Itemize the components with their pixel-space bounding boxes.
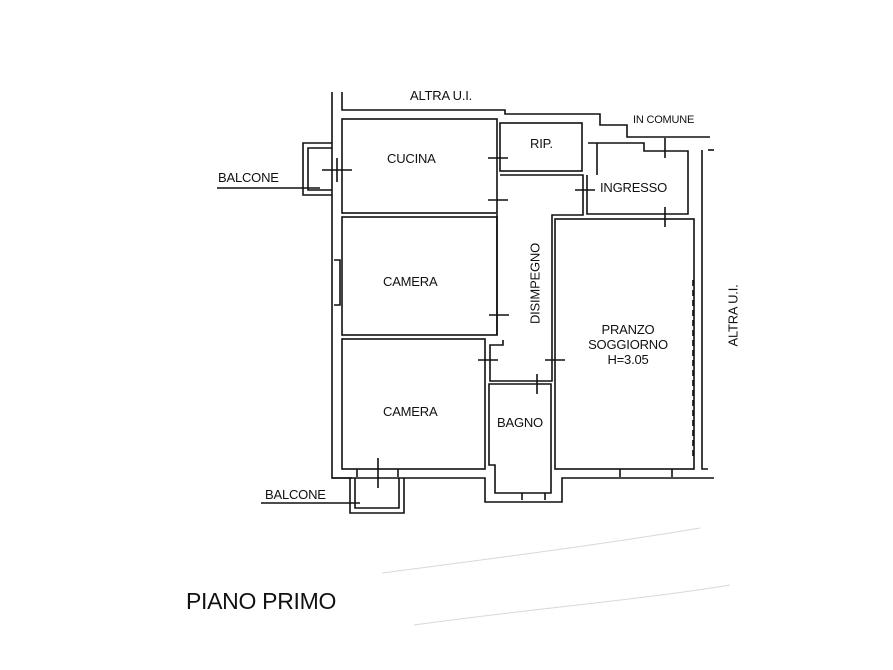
balcony-lower <box>349 478 405 514</box>
label-living-line1: PRANZO <box>601 322 655 337</box>
label-balcony-lower: BALCONE <box>265 487 326 502</box>
outer-wall-top <box>341 92 710 138</box>
floor-title: PIANO PRIMO <box>186 588 337 614</box>
label-bedroom-2: CAMERA <box>383 404 438 419</box>
room-storage <box>499 122 583 172</box>
label-hallway: DISIMPEGNO <box>527 242 543 325</box>
label-kitchen: CUCINA <box>387 151 436 166</box>
label-neighbor-right: ALTRA U.I. <box>725 284 741 347</box>
room-living <box>554 218 695 470</box>
room-entrance <box>586 142 689 215</box>
outer-wall-bottom <box>332 477 714 503</box>
label-bathroom: BAGNO <box>497 415 543 430</box>
label-storage: RIP. <box>530 136 553 151</box>
label-neighbor-top: ALTRA U.I. <box>410 88 473 103</box>
label-living-height: H=3.05 <box>607 352 649 367</box>
label-entrance: INGRESSO <box>600 180 668 195</box>
label-living-line2: SOGGIORNO <box>588 337 668 352</box>
label-living: PRANZO SOGGIORNO H=3.05 <box>578 322 678 367</box>
label-shared-area: IN COMUNE <box>633 114 695 126</box>
balcony-upper <box>302 142 332 196</box>
label-bedroom-1: CAMERA <box>383 274 438 289</box>
outer-wall-right <box>701 150 708 470</box>
room-hallway <box>489 174 584 382</box>
room-bathroom <box>488 383 552 494</box>
room-kitchen <box>341 118 498 214</box>
label-balcony-upper: BALCONE <box>218 170 279 185</box>
smudge <box>381 527 701 574</box>
smudge <box>413 584 731 626</box>
room-bedroom-2 <box>341 338 486 470</box>
